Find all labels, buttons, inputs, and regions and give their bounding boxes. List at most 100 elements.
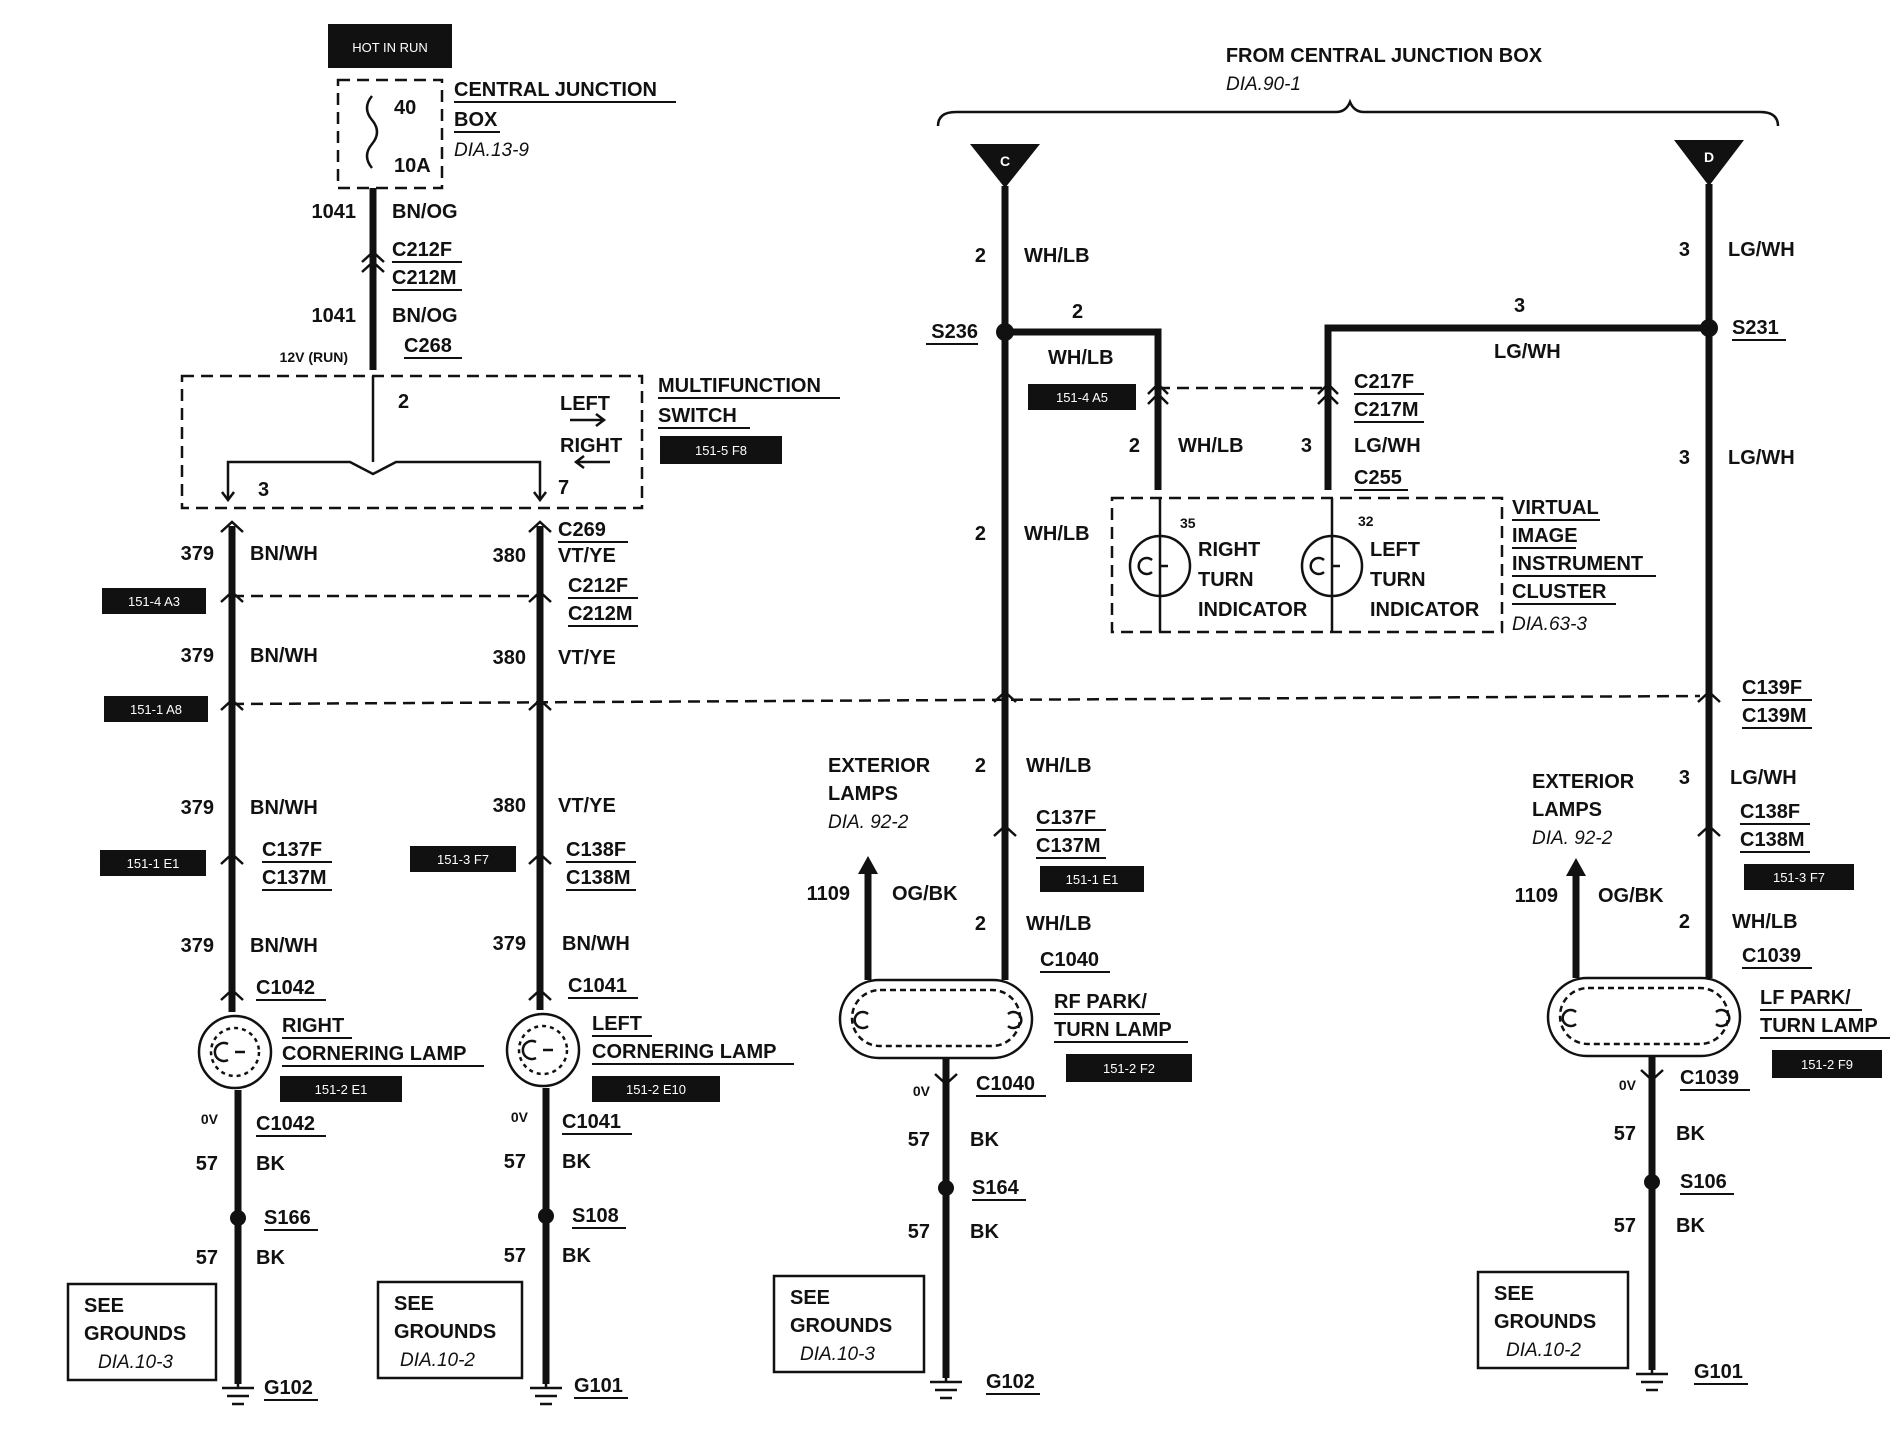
lf-exterior-lamps-label-2: LAMPS bbox=[1532, 799, 1602, 821]
ground-icon-2 bbox=[530, 1384, 562, 1406]
vic-pin-35: 35 bbox=[1180, 515, 1196, 531]
mfs-ref-tag: 151-5 F8 bbox=[695, 443, 747, 458]
connector-c1040-label-a: C1040 bbox=[1040, 949, 1099, 971]
rf-lamp-label-1: RF PARK/ bbox=[1054, 991, 1147, 1013]
left-cornering-lamp-label-1: LEFT bbox=[592, 1013, 642, 1035]
wire-379-number-c: 379 bbox=[181, 797, 214, 819]
lf-wire-3-number-c: 3 bbox=[1679, 767, 1690, 789]
lf-exterior-lamps-dia: DIA. 92-2 bbox=[1532, 828, 1613, 849]
cjb-dia-ref: DIA.13-9 bbox=[454, 140, 529, 161]
cjb-label-line1: CENTRAL JUNCTION bbox=[454, 79, 657, 101]
lf-wire-57-color-b: BK bbox=[1676, 1215, 1705, 1237]
mfs-pin-3: 3 bbox=[258, 479, 269, 501]
mfs-pin-7: 7 bbox=[558, 477, 569, 499]
lf-wire-3-number-a: 3 bbox=[1679, 239, 1690, 261]
wire-1041-color-b: BN/OG bbox=[392, 305, 458, 327]
lf-lamp-ref-tag: 151-2 F9 bbox=[1801, 1057, 1853, 1072]
lf-wire-3-color-b: LG/WH bbox=[1728, 447, 1795, 469]
ref-tag-151-1-a8: 151-1 A8 bbox=[130, 702, 182, 717]
wire-2-color-a: WH/LB bbox=[1024, 245, 1090, 267]
connector-c269-label: C269 bbox=[558, 519, 606, 541]
splice-s231 bbox=[1700, 319, 1718, 337]
wire-379-color-b: BN/WH bbox=[250, 645, 318, 667]
connector-c139m-label: C139M bbox=[1742, 705, 1806, 727]
connector-c212m-label: C212M bbox=[392, 267, 456, 289]
connector-c137f-label: C137F bbox=[262, 839, 322, 861]
connector-c139f-label: C139F bbox=[1742, 677, 1802, 699]
wire-380-number-c: 380 bbox=[493, 795, 526, 817]
cjb-label-line2: BOX bbox=[454, 109, 498, 131]
left-turn-indicator-label-2: TURN bbox=[1370, 569, 1426, 591]
connector-c138m-label: C138M bbox=[566, 867, 630, 889]
vic-wire-3-number: 3 bbox=[1301, 435, 1312, 457]
wire-57-number-a: 57 bbox=[196, 1153, 218, 1175]
wire-380-color-a: VT/YE bbox=[558, 545, 616, 567]
splice-s166 bbox=[230, 1210, 246, 1226]
vic-dia-ref: DIA.63-3 bbox=[1512, 614, 1587, 635]
lf-wire-3-color-c: LG/WH bbox=[1730, 767, 1797, 789]
connector-c212m-label-2: C212M bbox=[568, 603, 632, 625]
voltage-0v: 0V bbox=[201, 1111, 219, 1127]
ref-tag-151-4-a5: 151-4 A5 bbox=[1056, 390, 1108, 405]
splice-s164-label: S164 bbox=[972, 1177, 1020, 1199]
rf-lamp-label-2: TURN LAMP bbox=[1054, 1019, 1172, 1041]
connector-c-label: C bbox=[1000, 153, 1010, 169]
rf-see-grounds-box bbox=[772, 1274, 926, 1374]
left-cornering-lamp-label-2: CORNERING LAMP bbox=[592, 1041, 776, 1063]
lf-wire-3-color-h: LG/WH bbox=[1494, 341, 1561, 363]
right-turn-indicator-label-3: INDICATOR bbox=[1198, 599, 1308, 621]
voltage-0v-2: 0V bbox=[511, 1109, 529, 1125]
lf-wire-2-color-d: WH/LB bbox=[1732, 911, 1798, 933]
connector-c255-label: C255 bbox=[1354, 467, 1402, 489]
rf-wire-57-color-a: BK bbox=[970, 1129, 999, 1151]
rf-exterior-lamps-dia: DIA. 92-2 bbox=[828, 812, 909, 833]
grounds-dia-ref: DIA.10-3 bbox=[98, 1352, 173, 1373]
lf-ground-g101-label: G101 bbox=[1694, 1361, 1743, 1383]
right-cornering-lamp-label-1: RIGHT bbox=[282, 1015, 344, 1037]
cjb-fuse-box bbox=[336, 78, 444, 190]
wire-379-number-b: 379 bbox=[181, 645, 214, 667]
lf-see-label: SEE bbox=[1494, 1283, 1534, 1305]
connector-c-arrow bbox=[970, 144, 1040, 188]
vic-wire-2-number: 2 bbox=[1129, 435, 1140, 457]
connector-c212f-label-2: C212F bbox=[568, 575, 628, 597]
fuse-icon bbox=[365, 95, 379, 169]
lf-wire-3-color-a: LG/WH bbox=[1728, 239, 1795, 261]
vic-box bbox=[1110, 496, 1504, 634]
see-grounds-box-2 bbox=[376, 1280, 524, 1380]
wire-2-number-b: 2 bbox=[975, 523, 986, 545]
connector-c1042-label-a: C1042 bbox=[256, 977, 315, 999]
fuse-amperage: 10A bbox=[394, 155, 431, 177]
see-label: SEE bbox=[84, 1295, 124, 1317]
wire-2-number-a: 2 bbox=[975, 245, 986, 267]
multifunction-switch-box bbox=[180, 374, 644, 510]
mfs-switch-contacts bbox=[226, 460, 542, 498]
lf-lamp-label-2: TURN LAMP bbox=[1760, 1015, 1878, 1037]
wire-57-color-c: BK bbox=[562, 1151, 591, 1173]
wire-57-number-c: 57 bbox=[504, 1151, 526, 1173]
rf-lamp-ref-tag: 151-2 F2 bbox=[1103, 1061, 1155, 1076]
see-grounds-box bbox=[66, 1282, 218, 1382]
connector-c1041-label-b: C1041 bbox=[562, 1111, 621, 1133]
mfs-right-label: RIGHT bbox=[560, 435, 622, 457]
connector-c212f-label: C212F bbox=[392, 239, 452, 261]
wire-380-number-a: 380 bbox=[493, 545, 526, 567]
wire-379-color-c: BN/WH bbox=[250, 797, 318, 819]
connector-c268-label: C268 bbox=[404, 335, 452, 357]
connector-c1040-label-b: C1040 bbox=[976, 1073, 1035, 1095]
wire-380-number-b: 380 bbox=[493, 647, 526, 669]
rf-ground-g102-label: G102 bbox=[986, 1371, 1035, 1393]
from-cjb-label: FROM CENTRAL JUNCTION BOX bbox=[1226, 45, 1543, 67]
ref-tag-151-3-f7: 151-3 F7 bbox=[437, 852, 489, 867]
left-turn-indicator-icon bbox=[1300, 534, 1364, 598]
arrow-right-icon bbox=[570, 413, 607, 427]
left-turn-indicator-label-1: LEFT bbox=[1370, 539, 1420, 561]
lf-wire-57-number-a: 57 bbox=[1614, 1123, 1636, 1145]
lf-connector-c138f-label: C138F bbox=[1740, 801, 1800, 823]
lf-connector-c138m-label: C138M bbox=[1740, 829, 1804, 851]
wire-379-color-d: BN/WH bbox=[250, 935, 318, 957]
wire-380-color-b: VT/YE bbox=[558, 647, 616, 669]
connector-c137m-label: C137M bbox=[262, 867, 326, 889]
wire-1109-lf-arrow bbox=[1566, 858, 1586, 876]
rf-wire-57-color-b: BK bbox=[970, 1221, 999, 1243]
